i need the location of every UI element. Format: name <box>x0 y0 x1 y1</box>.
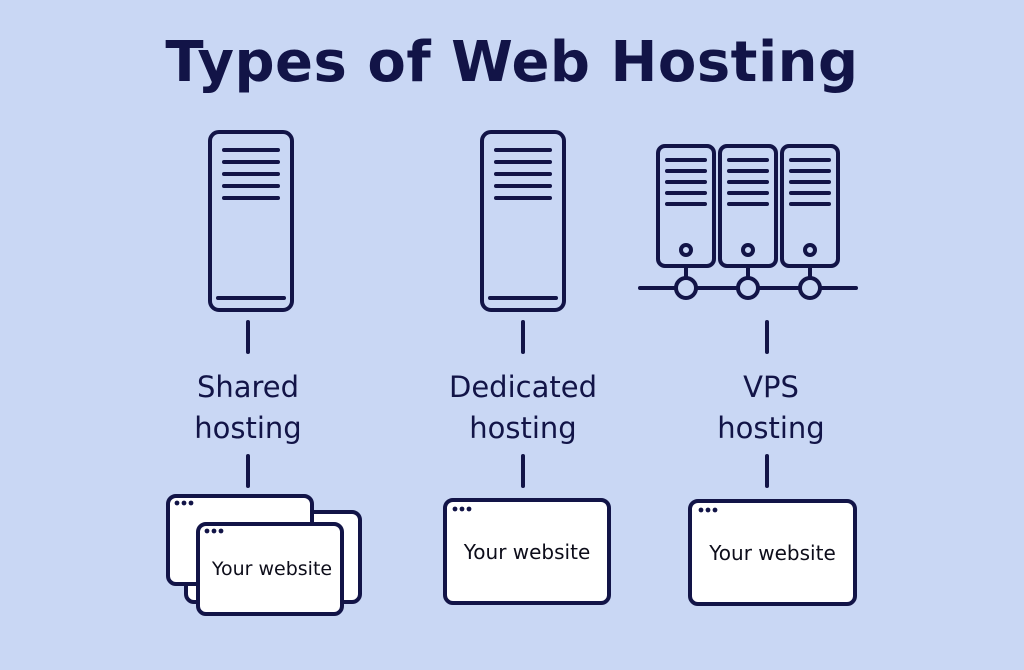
dedicated-website-window <box>443 498 611 605</box>
shared-hosting-label: Shared hosting <box>194 370 302 445</box>
vps-website-window <box>688 499 857 606</box>
shared-website-windows <box>166 494 362 616</box>
dedicated-server-icon <box>480 130 566 312</box>
dedicated-website-text: Your website <box>463 540 591 564</box>
window-dots <box>174 500 718 534</box>
vps-website-text: Your website <box>709 541 836 565</box>
shared-server-icon <box>208 130 294 312</box>
shared-website-text: Your website <box>211 558 333 580</box>
page-title: Types of Web Hosting <box>165 30 859 95</box>
vps-hosting-label: VPS hosting <box>717 370 825 445</box>
vps-server-rack-icon <box>638 144 858 300</box>
dedicated-hosting-label: Dedicated hosting <box>449 370 597 445</box>
